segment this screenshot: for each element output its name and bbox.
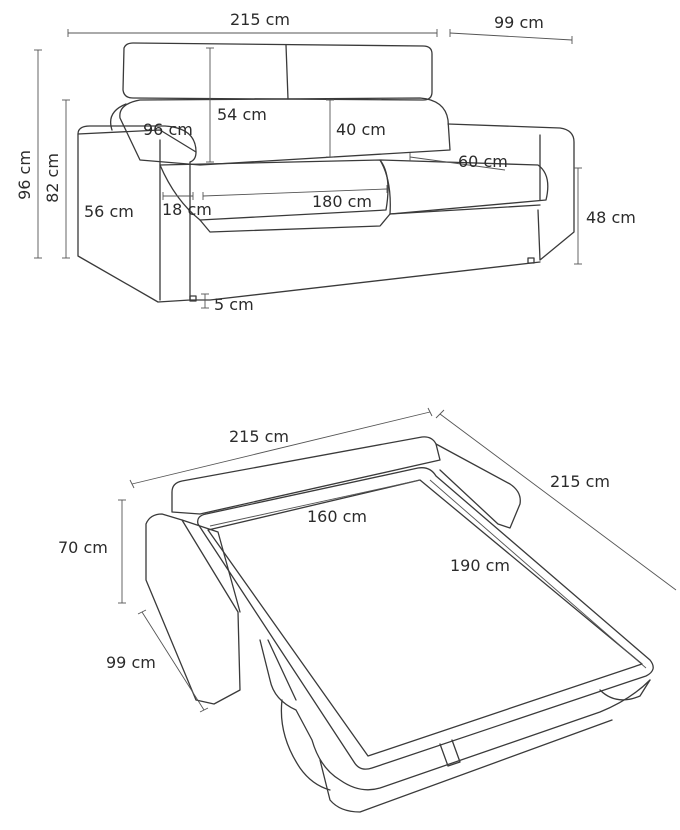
bed-drawing <box>145 436 654 813</box>
right-arm <box>447 123 575 261</box>
bed-mechanism <box>259 639 651 791</box>
headrest-drop-label: 54 cm <box>217 105 267 124</box>
seat-cushion-right <box>379 159 549 215</box>
bed-labels: 215 cm 215 cm 70 cm 99 cm 160 cm 190 cm <box>58 427 610 672</box>
back-to-seat-label: 40 cm <box>336 120 386 139</box>
seat-height-at-arm-label: 96 cm <box>143 120 193 139</box>
backrest <box>119 97 451 166</box>
bed-length-label: 215 cm <box>550 472 610 491</box>
seat-height-label: 48 cm <box>586 208 636 227</box>
arm-width-label: 18 cm <box>162 200 212 219</box>
mattress-inner <box>207 479 643 757</box>
foot-height-label: 5 cm <box>214 295 254 314</box>
headrest <box>122 42 433 101</box>
sofa-width-label: 215 cm <box>230 10 290 29</box>
bed-depth-closed-label: 99 cm <box>106 653 156 672</box>
seat-width-label: 180 cm <box>312 192 372 211</box>
bed-height-label: 70 cm <box>58 538 108 557</box>
bed-right-arm <box>435 443 521 529</box>
arm-height-label: 56 cm <box>84 202 134 221</box>
mattress-outer <box>197 467 654 770</box>
mattress-width-label: 160 cm <box>307 507 367 526</box>
bed-left-arm <box>145 513 241 705</box>
sofa-back-height-label: 82 cm <box>43 153 62 203</box>
sofa-dimension-lines <box>34 29 582 309</box>
sofa-labels: 215 cm 99 cm 96 cm 82 cm 56 cm 18 cm 54 … <box>15 10 636 314</box>
bed-width-label: 215 cm <box>229 427 289 446</box>
seat-depth-label: 60 cm <box>458 152 508 171</box>
sofa-drawing <box>77 42 575 303</box>
sofa-depth-label: 99 cm <box>494 13 544 32</box>
bed-backrest <box>171 436 441 515</box>
mattress-length-label: 190 cm <box>450 556 510 575</box>
bed-dimension-lines <box>118 407 677 713</box>
sofa-total-height-label: 96 cm <box>15 150 34 200</box>
